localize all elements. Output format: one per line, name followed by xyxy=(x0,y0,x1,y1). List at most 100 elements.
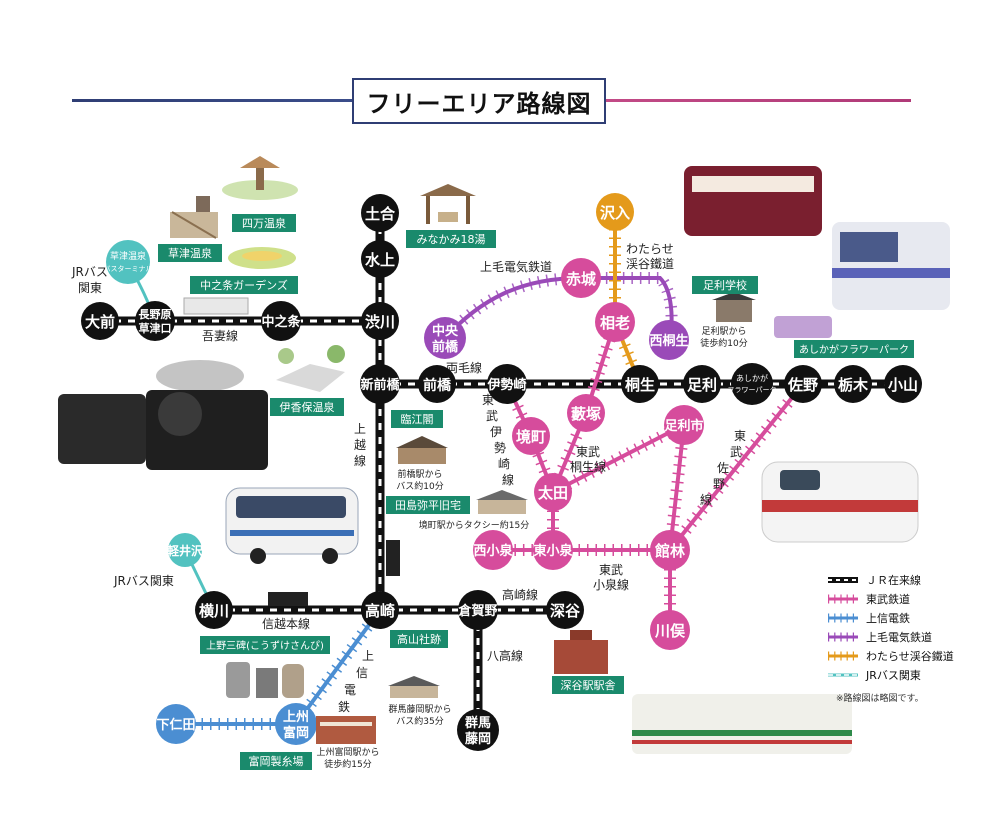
svg-text:足利学校: 足利学校 xyxy=(703,278,747,292)
svg-text:あしかがフラワーパーク: あしかがフラワーパーク xyxy=(799,343,909,356)
station-minakami[interactable]: 水上 xyxy=(361,240,399,278)
svg-text:藤岡: 藤岡 xyxy=(465,731,491,747)
watarase-train-icon xyxy=(684,166,822,236)
svg-text:倉賀野: 倉賀野 xyxy=(457,603,497,619)
svg-text:四万温泉: 四万温泉 xyxy=(242,216,286,230)
line-label-joshin-3: 電 xyxy=(344,683,356,697)
station-soro[interactable]: 相老 xyxy=(595,302,635,342)
svg-text:草津温泉: 草津温泉 xyxy=(110,250,146,262)
stone-monuments-icon xyxy=(226,662,304,698)
spot-takayama-sha[interactable]: 高山社跡 xyxy=(390,630,448,648)
line-label-jrbus-bottom: JRバス関東 xyxy=(113,574,174,588)
svg-text:前橋: 前橋 xyxy=(432,339,459,355)
svg-text:大前: 大前 xyxy=(85,313,115,331)
station-gunma-fujioka[interactable]: 群馬 藤岡 xyxy=(457,709,499,751)
station-kiryu[interactable]: 桐生 xyxy=(621,365,659,403)
station-maebashi[interactable]: 前橋 xyxy=(418,365,456,403)
station-akagi[interactable]: 赤城 xyxy=(561,258,601,298)
svg-text:小山: 小山 xyxy=(888,376,918,394)
station-ashikaga[interactable]: 足利 xyxy=(683,365,721,403)
svg-text:足利: 足利 xyxy=(687,376,717,394)
line-label-agatsuma: 吾妻線 xyxy=(202,328,238,343)
station-karuizawa[interactable]: 軽井沢 xyxy=(167,533,204,567)
legend-item-0: ＪＲ在来線 xyxy=(828,573,921,587)
spot-minakami-18[interactable]: みなかみ18湯 xyxy=(406,230,496,248)
svg-text:軽井沢: 軽井沢 xyxy=(167,543,204,558)
svg-text:藪塚: 藪塚 xyxy=(571,405,601,423)
station-shimonita[interactable]: 下仁田 xyxy=(156,704,196,744)
station-sakaimachi[interactable]: 境町 xyxy=(512,417,550,455)
station-yabuzuka[interactable]: 藪塚 xyxy=(567,394,605,432)
station-higashikoizumi[interactable]: 東小泉 xyxy=(533,530,573,570)
spot-rinkokaku[interactable]: 臨江閣 xyxy=(391,410,443,428)
spot-shima-onsen[interactable]: 四万温泉 xyxy=(232,214,296,232)
station-ashikagashi[interactable]: 足利市 xyxy=(664,405,704,445)
station-joshu-tomioka[interactable]: 上州 富岡 xyxy=(275,703,317,745)
spot-tomioka-silk-mill[interactable]: 富岡製糸場 xyxy=(240,752,312,770)
station-kawamata[interactable]: 川俣 xyxy=(650,610,690,650)
station-takasaki[interactable]: 高崎 xyxy=(361,591,399,629)
station-ashikaga-flower-park[interactable]: あしかが フラワーパーク xyxy=(728,363,777,405)
station-oyama[interactable]: 小山 xyxy=(884,365,922,403)
spot-fukaya-station[interactable]: 深谷駅駅舎 xyxy=(552,676,624,694)
line-label-joetsu-2: 越 xyxy=(354,438,366,452)
station-ota[interactable]: 太田 xyxy=(534,473,572,511)
spot-rinkokaku-note-1: 前橋駅から xyxy=(397,468,442,480)
svg-text:沢入: 沢入 xyxy=(600,204,630,222)
legend-item-2: 上信電鉄 xyxy=(828,611,910,625)
station-chuo-maebashi[interactable]: 中央 前橋 xyxy=(424,317,466,359)
station-sawairi[interactable]: 沢入 xyxy=(596,193,634,231)
jomo-line xyxy=(440,272,678,343)
spot-rinkokaku-note-2: バス約10分 xyxy=(396,480,443,492)
station-shibukawa[interactable]: 渋川 xyxy=(361,302,399,340)
station-nishikoizumi[interactable]: 西小泉 xyxy=(473,530,513,570)
spot-tajima-yahei[interactable]: 田島弥平旧宅 xyxy=(386,496,470,514)
svg-text:西小泉: 西小泉 xyxy=(473,543,513,559)
line-label-takasaki: 高崎線 xyxy=(502,587,538,602)
svg-text:臨江閣: 臨江閣 xyxy=(401,413,434,426)
spot-ikaho-onsen[interactable]: 伊香保温泉 xyxy=(270,398,344,416)
station-sano[interactable]: 佐野 xyxy=(784,365,822,403)
line-label-ryomo: 両毛線 xyxy=(446,360,482,375)
line-label-hachiko: 八高線 xyxy=(487,648,523,663)
spot-kusatsu-onsen[interactable]: 草津温泉 xyxy=(158,244,222,262)
station-tatebayashi[interactable]: 館林 xyxy=(650,530,690,570)
station-kusatsu-bus-terminal[interactable]: 草津温泉 バスターミナル xyxy=(104,240,153,284)
station-tsuchiai[interactable]: 土合 xyxy=(361,194,399,232)
legend-label-5: JRバス関東 xyxy=(865,669,921,682)
svg-text:深谷: 深谷 xyxy=(550,602,581,620)
station-nishikiryu[interactable]: 西桐生 xyxy=(649,320,689,360)
line-label-tobu-sano-2: 武 xyxy=(730,445,742,459)
station-nakanojo[interactable]: 中之条 xyxy=(261,301,301,341)
hut-icon xyxy=(420,184,476,224)
line-label-tobu-isesaki-1: 東 xyxy=(482,393,494,407)
station-fukaya[interactable]: 深谷 xyxy=(546,591,584,629)
station-isesaki[interactable]: 伊勢崎 xyxy=(486,364,527,404)
line-label-tobu-isesaki-5: 崎 xyxy=(498,457,510,471)
station-tochigi[interactable]: 栃木 xyxy=(834,365,872,403)
line-label-tobu-koizumi-2: 小泉線 xyxy=(593,577,629,592)
legend-label-3: 上毛電気鉄道 xyxy=(866,630,932,644)
svg-text:赤城: 赤城 xyxy=(566,270,596,288)
legend-note: ※路線図は略図です。 xyxy=(836,692,924,704)
spot-ashikaga-gakko-note-2: 徒歩約10分 xyxy=(700,337,747,349)
station-yokokawa[interactable]: 横川 xyxy=(195,591,233,629)
svg-text:中之条ガーデンズ: 中之条ガーデンズ xyxy=(200,278,288,292)
line-label-tobu-kiryu-2: 桐生線 xyxy=(570,459,606,474)
spot-kozuke-sanpi[interactable]: 上野三碑(こうずけさんぴ) xyxy=(200,636,330,654)
silk-mill-icon xyxy=(316,716,376,744)
line-labels: 吾妻線 両毛線 上 越 線 東 武 伊 勢 崎 線 東武 桐生線 東 武 佐 野… xyxy=(71,242,746,714)
spot-ashikaga-gakko[interactable]: 足利学校 xyxy=(692,276,758,294)
spot-nakanojo-gardens[interactable]: 中之条ガーデンズ xyxy=(190,276,298,294)
station-omae[interactable]: 大前 xyxy=(81,302,119,340)
svg-text:草津温泉: 草津温泉 xyxy=(168,246,212,260)
stations: 土合 水上 渋川 新前橋 前橋 伊勢崎 桐生 足利 あしかが フラワーパーク 佐… xyxy=(81,193,922,751)
station-naganohara-kusatsuguchi[interactable]: 長野原 草津口 xyxy=(135,301,175,341)
line-label-watarase-1: わたらせ xyxy=(626,242,674,256)
svg-text:上野三碑(こうずけさんぴ): 上野三碑(こうずけさんぴ) xyxy=(206,639,324,652)
nakanojo-train-icon xyxy=(183,297,249,315)
station-shinmaebashi[interactable]: 新前橋 xyxy=(360,364,400,404)
spot-ashikaga-flower-park[interactable]: あしかがフラワーパーク xyxy=(794,340,914,358)
station-kuragano[interactable]: 倉賀野 xyxy=(457,590,498,630)
svg-text:館林: 館林 xyxy=(654,542,686,560)
